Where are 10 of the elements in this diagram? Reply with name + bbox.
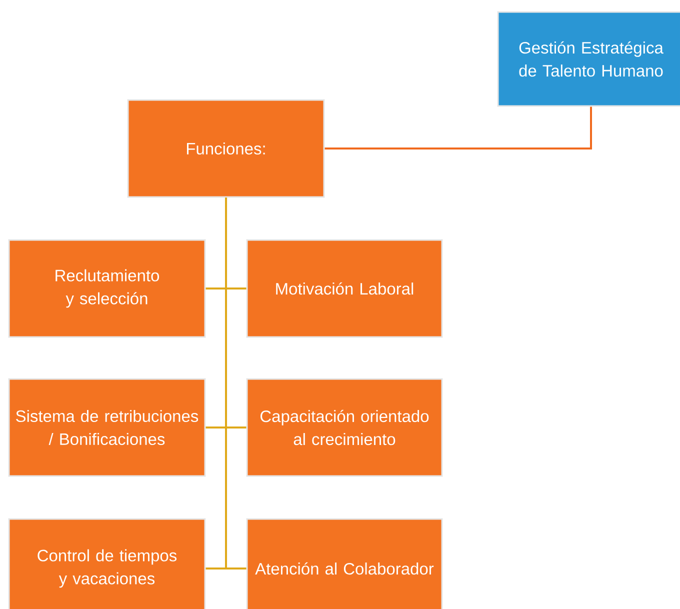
process-box: Gestión Estratégica de Talento Humano (497, 11, 680, 107)
process-box: Sistema de retribuciones / Bonificaciones (8, 378, 206, 477)
process-box: Motivación Laboral (246, 239, 443, 338)
connector-line (324, 106, 592, 150)
process-box: Control de tiempos y vacaciones (8, 518, 206, 609)
connector-line (225, 198, 246, 570)
process-box: Capacitación orientado al crecimiento (246, 378, 443, 477)
process-box: Funciones: (127, 99, 325, 198)
process-box: Reclutamiento y selección (8, 239, 206, 338)
process-box: Atención al Colaborador (246, 518, 443, 609)
